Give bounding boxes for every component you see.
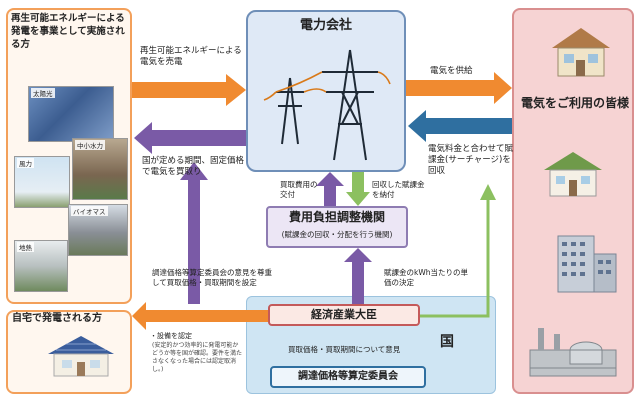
building-icon bbox=[557, 235, 617, 293]
photo-geothermal: 地熱 bbox=[14, 240, 68, 292]
minister-power-arrow bbox=[180, 162, 208, 304]
committee-label: 調達価格等算定委員会 bbox=[298, 371, 398, 382]
unit-price-line bbox=[420, 196, 490, 318]
solar-roof-icon bbox=[48, 336, 114, 377]
customer-title: 電気をご利用の皆様 bbox=[520, 96, 629, 110]
photo-biomass-label: バイオマス bbox=[71, 206, 108, 216]
photo-solar-label: 太陽光 bbox=[31, 88, 55, 98]
unit-price-label: 賦課金のkWh当たりの単価の決定 bbox=[384, 268, 469, 287]
minister-org-arrow bbox=[344, 248, 372, 304]
photo-hydro-label: 中小水力 bbox=[75, 140, 105, 150]
unit-price-arrowhead bbox=[480, 184, 496, 200]
price-set-arrow bbox=[132, 302, 268, 330]
house-icon bbox=[544, 152, 602, 197]
certify-title: ・設備を認定 bbox=[150, 332, 192, 340]
sell-power-arrow bbox=[132, 74, 246, 106]
surcharge-pay-arrow bbox=[346, 172, 370, 206]
surcharge-pay-label: 回収した賦課金を納付 bbox=[372, 180, 425, 199]
minister-box bbox=[268, 304, 420, 326]
power-company-title: 電力会社 bbox=[299, 18, 352, 33]
price-set-label: 調達価格等算定委員会の意見を尊重して買取価格・買取期間を設定 bbox=[152, 268, 272, 287]
cost-grant-arrow bbox=[316, 172, 344, 206]
home-title: 自宅で発電される方 bbox=[12, 313, 102, 324]
certify-note: (安定的かつ効率的に発電可能かどうか等を国が確認。要件を満たさなくなった場合には… bbox=[152, 342, 243, 373]
photo-solar: 太陽光 bbox=[28, 86, 114, 142]
cost-org-title: 費用負担調整機関 bbox=[288, 210, 385, 224]
committee-box bbox=[270, 366, 426, 388]
cost-grant-label: 買取費用の交付 bbox=[280, 180, 318, 199]
home-panel bbox=[6, 310, 132, 394]
photo-geothermal-label: 地熱 bbox=[17, 242, 34, 252]
generator-title: 再生可能エネルギーによる発電を事業として実施される方 bbox=[11, 13, 125, 50]
cost-org-subtitle: (賦課金の回収・分配を行う機関) bbox=[281, 230, 393, 239]
surcharge-label: 電気料金と合わせて賦課金(サーチャージ)を回収 bbox=[428, 144, 514, 176]
power-tower-icon bbox=[263, 49, 391, 161]
supply-arrow bbox=[406, 72, 512, 104]
country-label: 国 bbox=[440, 334, 454, 350]
buy-power-arrow bbox=[134, 122, 246, 154]
opinion-label: 買取価格・買取期間について意見 bbox=[288, 345, 401, 354]
photo-wind-label: 風力 bbox=[17, 158, 34, 168]
sell-power-label: 再生可能エネルギーによる電気を売電 bbox=[140, 46, 242, 67]
surcharge-arrow bbox=[408, 110, 512, 142]
minister-label: 経済産業大臣 bbox=[311, 308, 377, 321]
house-icon bbox=[552, 28, 610, 77]
supply-label: 電気を供給 bbox=[430, 66, 473, 76]
photo-hydro: 中小水力 bbox=[72, 138, 128, 200]
photo-biomass: バイオマス bbox=[68, 204, 128, 256]
factory-icon bbox=[529, 328, 617, 377]
buy-power-label: 国が定める期間、固定価格で電気を買取り bbox=[142, 156, 245, 177]
photo-wind: 風力 bbox=[14, 156, 70, 208]
cost-org-box bbox=[266, 206, 408, 248]
